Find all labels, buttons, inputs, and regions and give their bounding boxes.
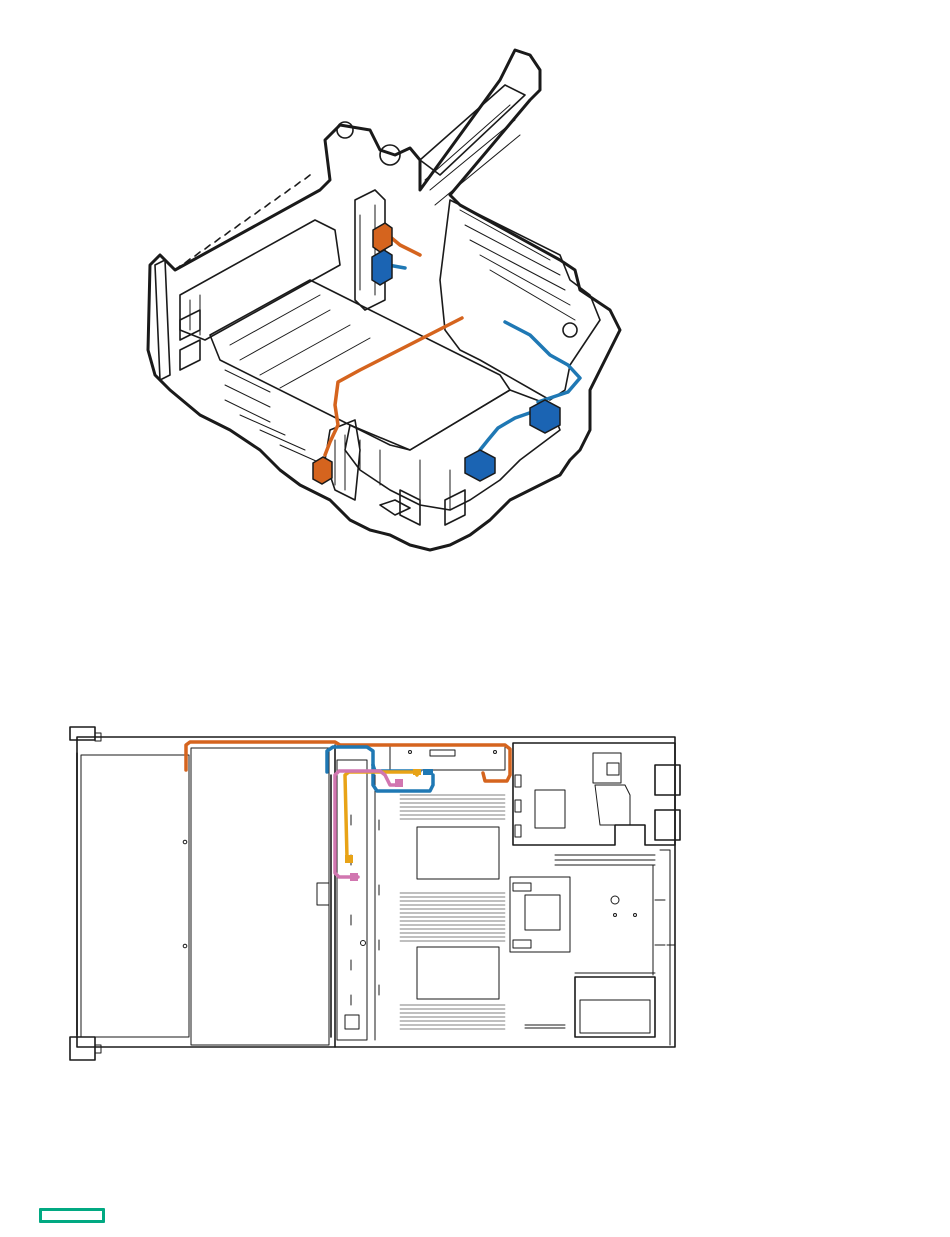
orange-connector-top xyxy=(373,223,392,252)
processor-1 xyxy=(417,827,499,879)
chassis-top-view-diagram xyxy=(55,715,695,1070)
chassis-outline xyxy=(70,727,680,1060)
orange-connector-bottom xyxy=(313,457,332,484)
drive-cage-cabling-diagram xyxy=(120,30,640,570)
chassis-cables xyxy=(186,742,510,881)
processor-2 xyxy=(417,947,499,999)
blue-connector-left xyxy=(465,450,495,481)
blue-connector-top xyxy=(372,250,392,285)
cage-outline xyxy=(148,50,620,550)
dimm-bank-upper xyxy=(400,795,505,1029)
hpe-logo-bar-icon xyxy=(39,1208,105,1223)
blue-connector-right xyxy=(530,400,560,433)
